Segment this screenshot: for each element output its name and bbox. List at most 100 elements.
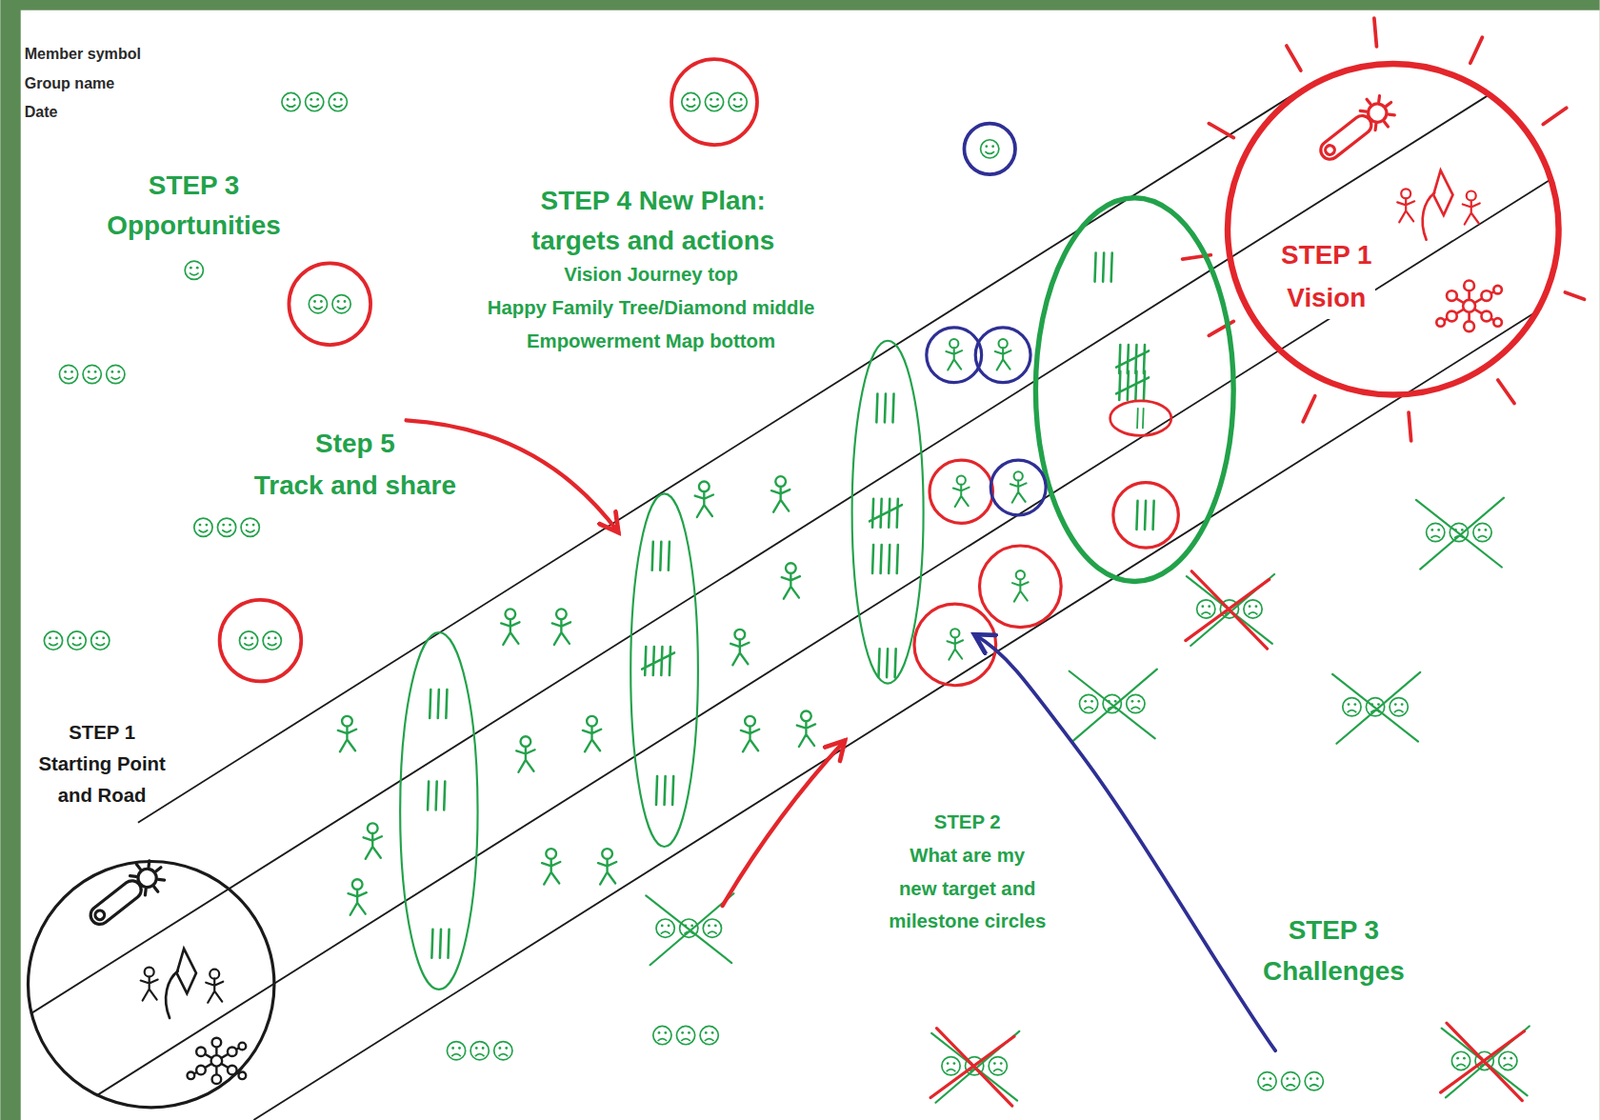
step-heading: Step 5 Track and share [254,422,457,507]
sun-icon [1357,88,1402,135]
happy-face [262,631,281,650]
happy-face [240,518,260,537]
text-line: STEP 1 [38,717,165,749]
tally-mark [1116,344,1149,374]
sun-ray [1374,18,1378,47]
happy-face [239,631,258,650]
stick-figure [1010,471,1027,502]
vision-journey-icon [86,877,145,928]
empowerment-map-icon [1493,318,1502,327]
sad-face [656,919,675,938]
stick-figure [582,716,601,752]
empowerment-map-icon [239,1071,247,1080]
plan-note: Happy Family Tree/Diamond middle [487,296,816,321]
cross-out [1440,1022,1525,1100]
text-line: targets and actions [531,220,775,261]
text-line: STEP 3 [106,165,281,207]
empowerment-map-icon [1446,290,1458,301]
happy-face [980,140,1000,159]
stick-figure [953,476,970,507]
happy-face [184,260,203,280]
diamond-icon [177,948,197,994]
cross-out [1069,669,1158,741]
cross-out [930,1028,1015,1106]
empowerment-map-icon [1480,311,1492,322]
tally-mark [652,541,670,571]
sad-face [1243,600,1262,619]
family-icon [205,969,223,1003]
cross-out [1185,571,1270,649]
empowerment-map-icon [212,1074,222,1084]
sun-icon [1364,100,1391,126]
empowerment-map-icon [211,1055,223,1067]
stick-figure [740,716,760,752]
member-ring [990,460,1046,516]
stick-figure [771,476,790,512]
empowerment-map-icon [196,1065,206,1076]
text-line: What are my [888,839,1046,873]
road-line [30,93,1492,1015]
tree-icon [165,971,179,1019]
happy-face [305,92,324,111]
paper [20,10,1600,1120]
vision-journey-icon [1317,112,1376,163]
step-heading: STEP 3 Challenges [1262,910,1405,993]
sad-face [1499,1051,1518,1070]
empowerment-map-icon [196,1046,206,1057]
milestone-oval [630,493,699,847]
family-icon [140,967,159,1001]
cross-out [1332,672,1420,744]
sad-face [494,1041,513,1060]
empowerment-map-icon [1462,300,1476,313]
step-heading: STEP 3 Opportunities [106,165,281,248]
selected-ring [963,123,1016,176]
tally-mark [427,780,445,810]
sad-face [1258,1072,1277,1091]
circle-outline [1227,63,1560,396]
cross-out [645,893,734,965]
tally-mark [872,544,899,574]
sad-face [700,1025,719,1044]
text-line: Starting Point [38,748,165,780]
text-line: STEP 2 [888,805,1046,840]
selected-ring [671,59,758,145]
sad-face [941,1057,960,1076]
text-line: Track and share [254,464,457,507]
text-line: STEP 3 [1262,910,1405,952]
happy-face [106,364,125,383]
happy-face [59,364,78,383]
sad-face [1079,694,1098,713]
sad-face [1126,694,1145,713]
happy-face [43,631,62,650]
member-ring [929,460,993,523]
text-line: and Road [38,780,165,812]
text-line: new target and [888,872,1046,906]
sun-icon [134,864,160,891]
tally-mark [1116,371,1149,400]
sad-face [1451,1051,1470,1070]
happy-face [704,92,723,111]
empowerment-map-icon [1493,285,1502,295]
tree-icon [1422,192,1436,240]
empowerment-map-icon [1436,318,1445,327]
vision-circle: STEP 1 Vision [1224,60,1562,399]
plan-note: Empowerment Map bottom [526,329,776,355]
target-oval [1035,198,1234,582]
milestone-oval [852,340,924,684]
selected-ring [288,262,371,345]
sun-ray [1564,292,1584,300]
sun-ray [1286,45,1301,71]
form-field-label: Member symbol [24,43,141,64]
stick-figure [797,711,816,747]
pointer-arrow [974,634,1276,1051]
sun-ray [1408,412,1412,441]
text-line: Vision [1280,276,1372,320]
milestone-oval [400,632,478,990]
cross-out [1416,498,1504,570]
form-field-label: Date [24,101,59,122]
